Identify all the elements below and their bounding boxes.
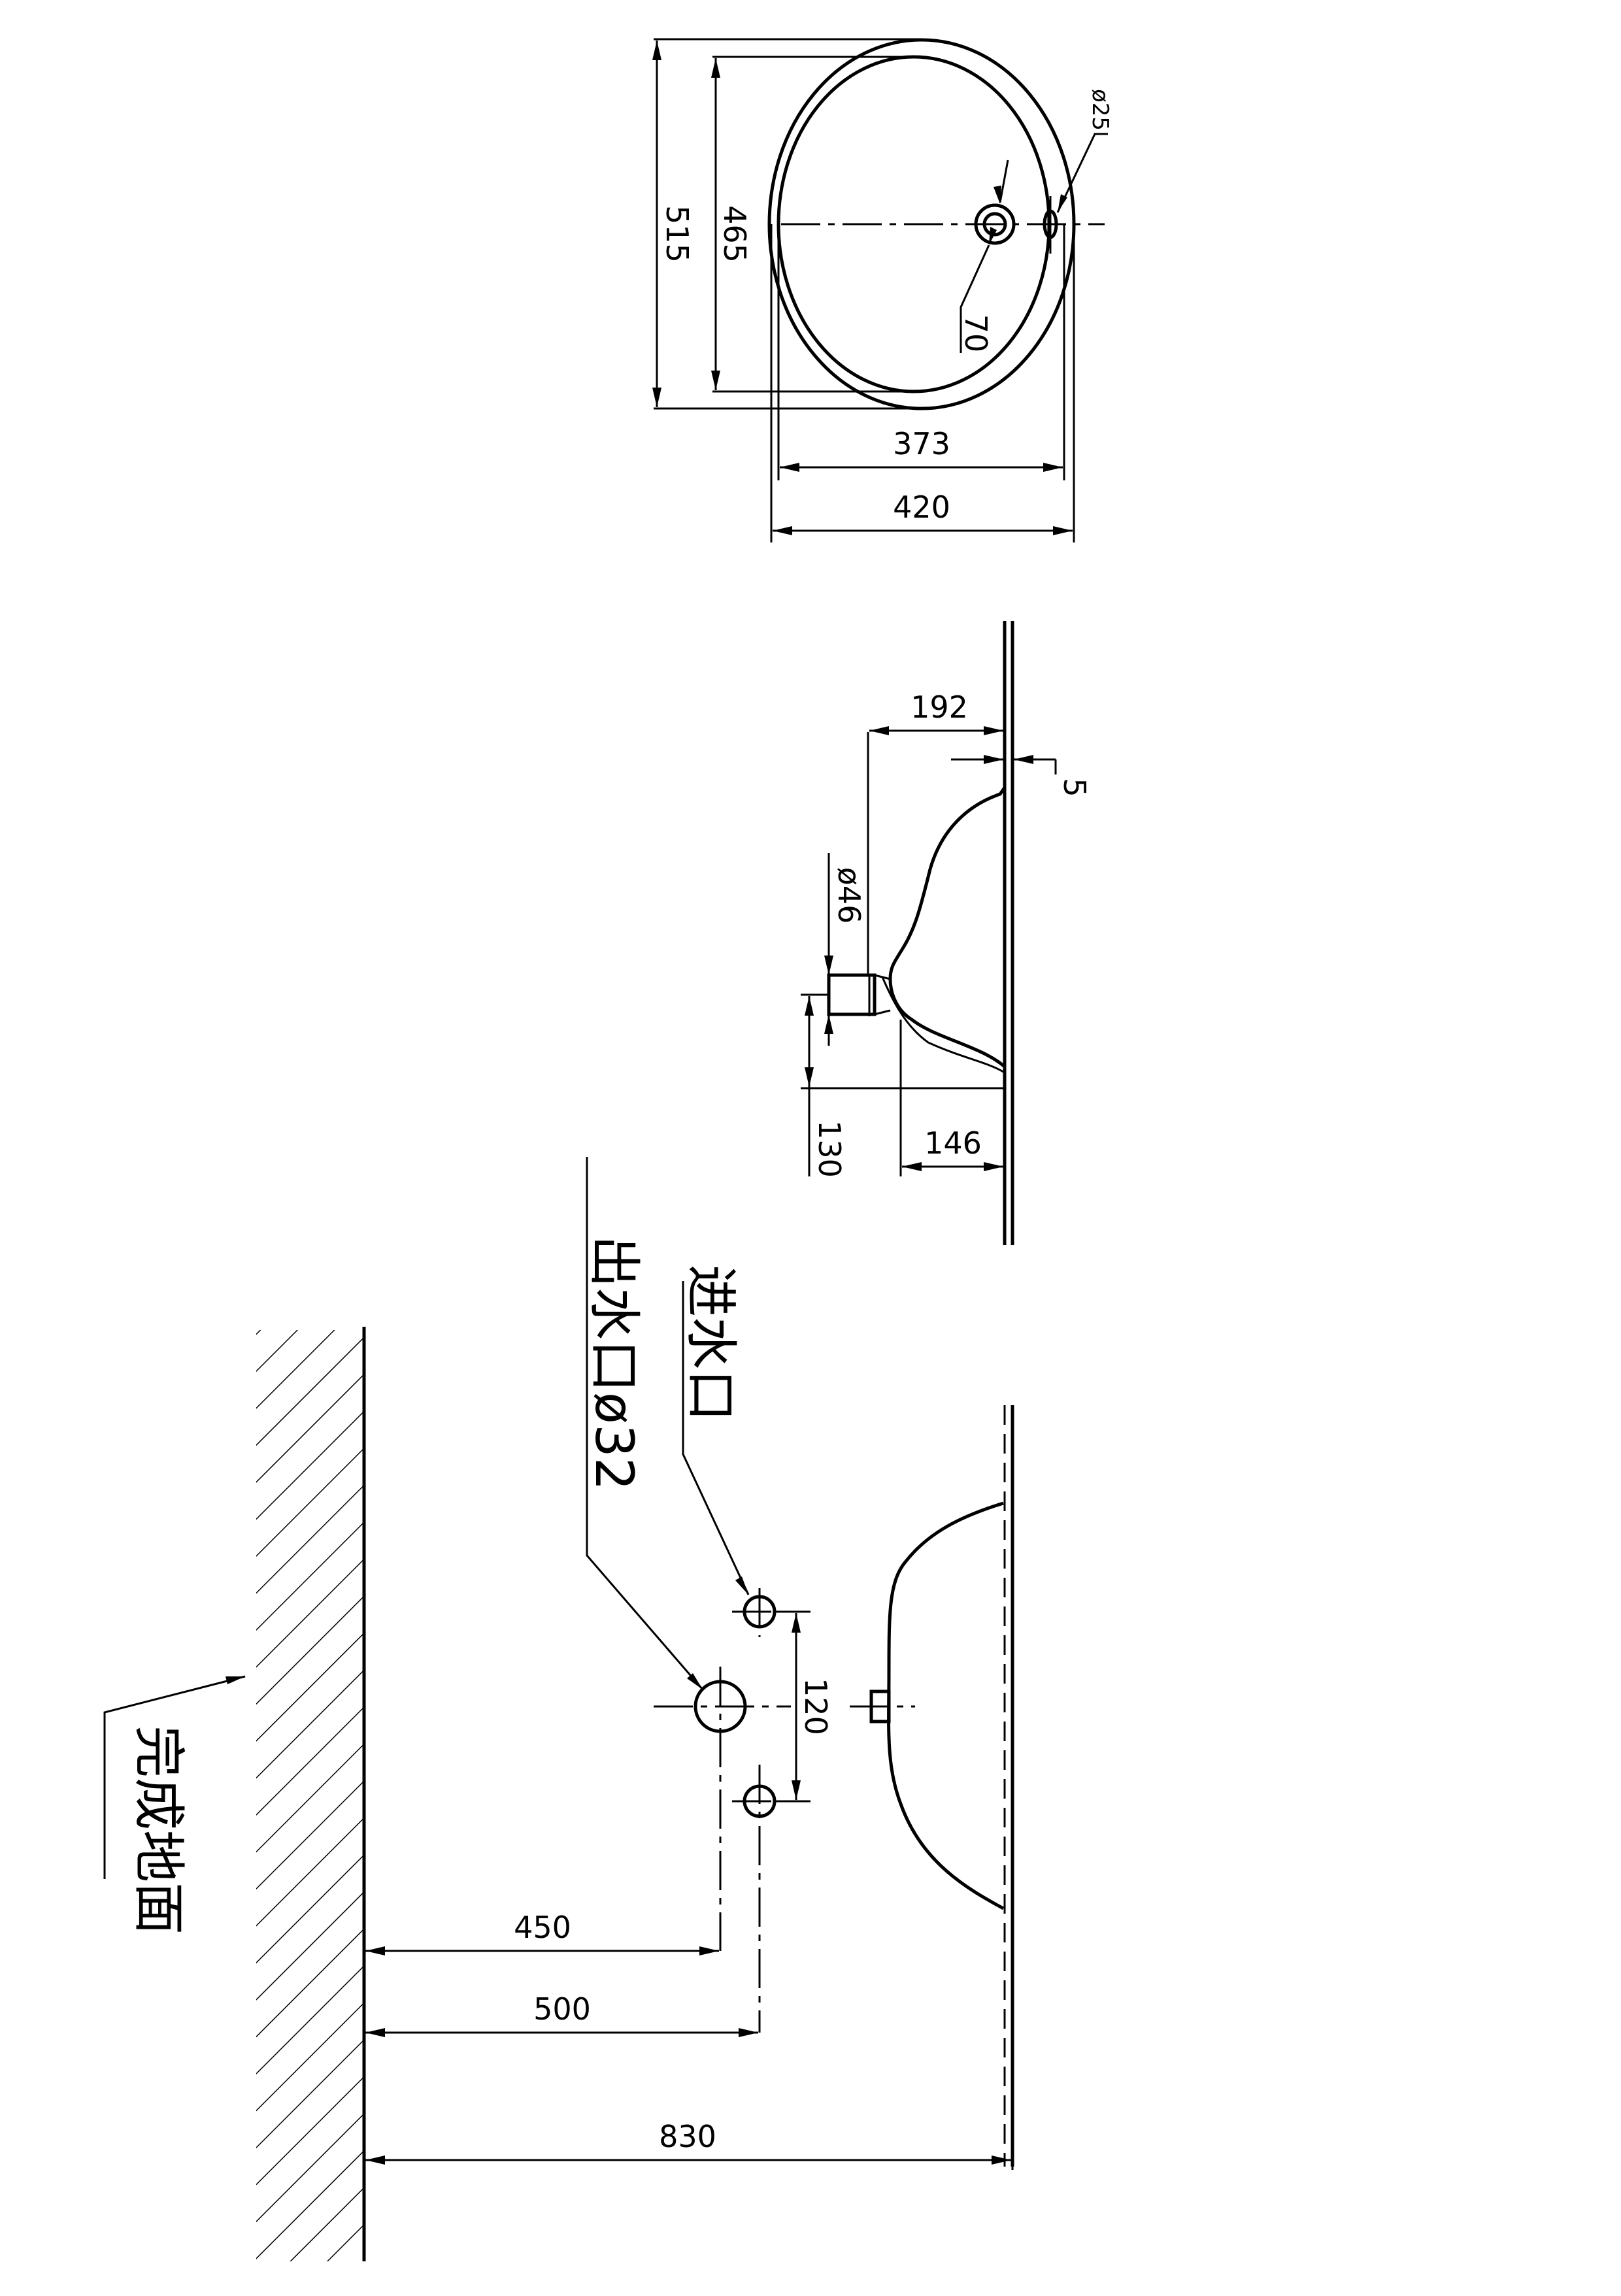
top-view: 515 465 ø25 70 373 420 <box>652 38 1113 542</box>
dim-text-830: 830 <box>659 2119 716 2154</box>
dim-text-70: 70 <box>958 314 994 353</box>
installation-view: 120 450 500 830 进水口 出水口ø32 完成地面 <box>103 1157 1014 2261</box>
dim-text-373: 373 <box>893 426 950 461</box>
dim-text-192: 192 <box>911 690 968 725</box>
floor-leader <box>103 1675 246 1879</box>
dim-text-ø46: ø46 <box>831 867 867 924</box>
drain-pipe-section <box>827 973 877 1016</box>
floor-label: 完成地面 <box>128 1725 189 1935</box>
outlet-leader <box>586 1157 704 1690</box>
dim-text-515: 515 <box>660 205 695 263</box>
basin-side-outline <box>887 1501 1005 1910</box>
dim-text-420: 420 <box>893 490 950 525</box>
wall-hatch <box>256 1330 363 2261</box>
dim-text-130: 130 <box>812 1120 847 1178</box>
dim-text-120: 120 <box>798 1678 833 1735</box>
drain-inner-circle <box>982 212 1007 237</box>
drain-outer-circle <box>974 203 1016 245</box>
inlet-label: 进水口 <box>680 1265 741 1422</box>
basin-section-outer <box>888 786 1007 1068</box>
dim-text-465: 465 <box>717 205 752 263</box>
leader-70 <box>960 244 990 353</box>
outlet-label: 出水口ø32 <box>584 1235 644 1491</box>
section-view: 192 5 ø46 130 146 <box>801 621 1092 1245</box>
dim-text-146: 146 <box>924 1125 982 1161</box>
dim-text-5: 5 <box>1057 778 1092 797</box>
inlet-leader <box>682 1281 750 1595</box>
dim-text-500: 500 <box>533 1991 591 2027</box>
leader-dia25 <box>1056 133 1108 213</box>
dim-text-450: 450 <box>514 1910 571 1945</box>
dim-text-ø25: ø25 <box>1087 89 1113 131</box>
basin-section-inner <box>881 976 1004 1073</box>
